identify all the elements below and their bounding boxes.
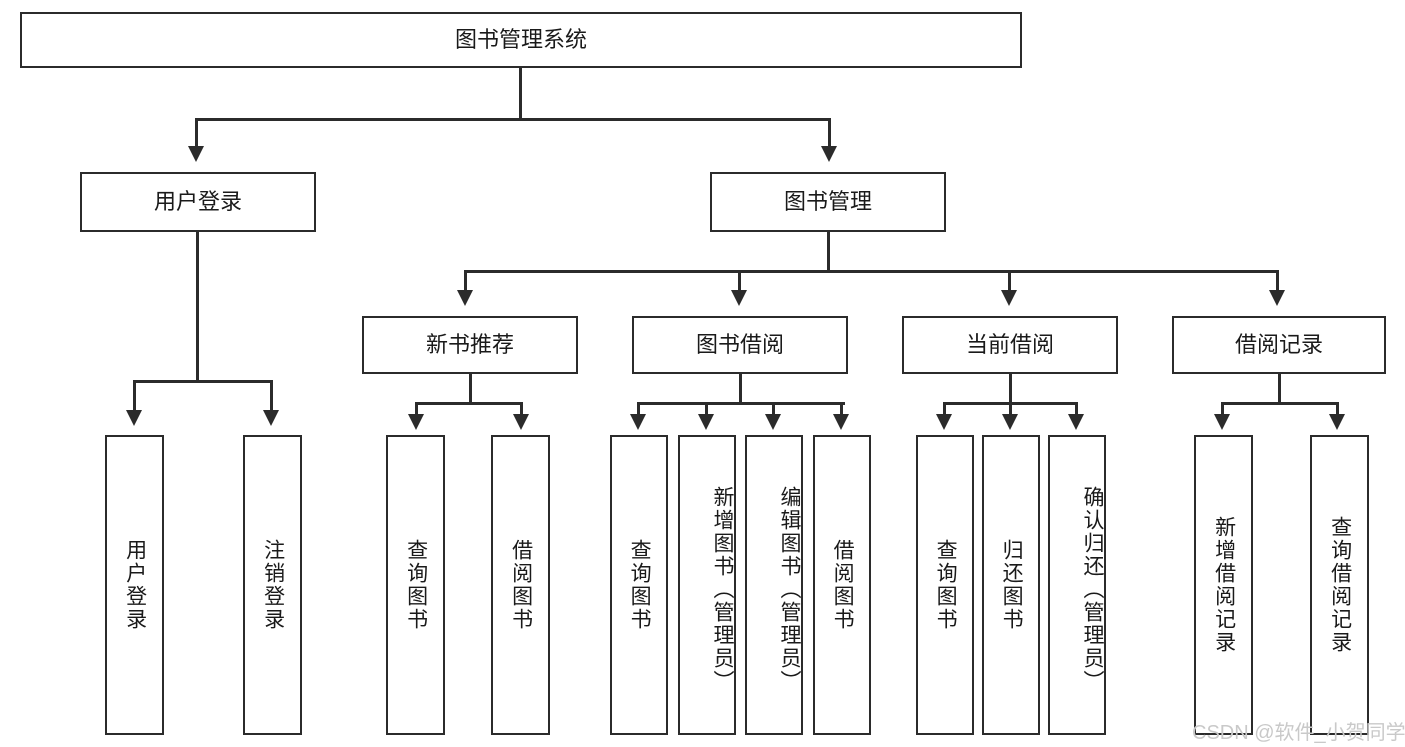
node-label: 新书推荐 <box>425 332 514 358</box>
connector-root-to-book-mgmt <box>828 118 831 148</box>
connector-book-borrow-bus <box>637 402 845 405</box>
arrow-book-borrow-to-leaf-3 <box>765 414 781 430</box>
arrow-root-to-user-login <box>188 146 204 162</box>
node-book-management[interactable]: 图书管理 <box>710 172 946 232</box>
leaf-new-book-borrow-book[interactable]: 借阅图书 <box>491 435 550 735</box>
leaf-book-borrow-add-book-admin[interactable]: 新增图书（管理员） <box>678 435 736 735</box>
connector-current-borrow-to-leaf-1 <box>943 402 946 416</box>
leaf-borrow-record-query-record[interactable]: 查询借阅记录 <box>1310 435 1369 735</box>
leaf-current-borrow-return-book[interactable]: 归还图书 <box>982 435 1040 735</box>
node-label: 注销登录 <box>261 539 285 631</box>
connector-current-borrow-to-leaf-3 <box>1075 402 1078 416</box>
connector-borrow-record-bus <box>1221 402 1339 405</box>
connector-user-login-stem <box>196 232 199 382</box>
connector-book-mgmt-to-new-book <box>464 270 467 292</box>
arrow-book-borrow-to-leaf-2 <box>698 414 714 430</box>
connector-book-borrow-to-leaf-4 <box>840 402 843 416</box>
connector-borrow-record-to-leaf-1 <box>1221 402 1224 416</box>
leaf-book-borrow-query-book[interactable]: 查询图书 <box>610 435 668 735</box>
leaf-user-login-logout[interactable]: 注销登录 <box>243 435 302 735</box>
connector-borrow-record-to-leaf-2 <box>1336 402 1339 416</box>
node-label: 查询图书 <box>628 539 652 631</box>
connector-book-mgmt-to-borrow-record <box>1276 270 1279 292</box>
node-label: 新增借阅记录 <box>1212 516 1236 654</box>
connector-new-book-stem <box>469 374 472 404</box>
leaf-book-borrow-edit-book-admin[interactable]: 编辑图书（管理员） <box>745 435 803 735</box>
connector-borrow-record-stem <box>1278 374 1281 404</box>
arrow-current-borrow-to-leaf-3 <box>1068 414 1084 430</box>
arrow-book-mgmt-to-current-borrow <box>1001 290 1017 306</box>
node-label: 图书管理 <box>783 189 872 215</box>
arrow-book-mgmt-to-book-borrow <box>731 290 747 306</box>
node-label: 查询图书 <box>934 539 958 631</box>
arrow-book-borrow-to-leaf-4 <box>833 414 849 430</box>
leaf-current-borrow-confirm-return-admin[interactable]: 确认归还（管理员） <box>1048 435 1106 735</box>
node-current-borrow[interactable]: 当前借阅 <box>902 316 1118 374</box>
connector-book-mgmt-to-book-borrow <box>738 270 741 292</box>
arrow-current-borrow-to-leaf-1 <box>936 414 952 430</box>
node-label: 图书借阅 <box>695 332 784 358</box>
connector-root-stem <box>519 68 522 120</box>
connector-user-login-to-leaf-1 <box>133 380 136 412</box>
connector-user-login-bus <box>133 380 273 383</box>
arrow-borrow-record-to-leaf-1 <box>1214 414 1230 430</box>
arrow-borrow-record-to-leaf-2 <box>1329 414 1345 430</box>
node-label: 查询图书 <box>404 539 428 631</box>
leaf-new-book-query-book[interactable]: 查询图书 <box>386 435 445 735</box>
arrow-new-book-to-leaf-1 <box>408 414 424 430</box>
connector-current-borrow-to-leaf-2 <box>1009 402 1012 416</box>
node-book-borrow[interactable]: 图书借阅 <box>632 316 848 374</box>
leaf-book-borrow-borrow-book[interactable]: 借阅图书 <box>813 435 871 735</box>
arrow-user-login-to-leaf-1 <box>126 410 142 426</box>
leaf-borrow-record-add-record[interactable]: 新增借阅记录 <box>1194 435 1253 735</box>
node-label: 用户登录 <box>123 539 147 631</box>
connector-book-borrow-to-leaf-3 <box>772 402 775 416</box>
connector-new-book-bus <box>415 402 523 405</box>
connector-book-mgmt-to-current-borrow <box>1008 270 1011 292</box>
leaf-current-borrow-query-book[interactable]: 查询图书 <box>916 435 974 735</box>
node-label: 归还图书 <box>1000 539 1024 631</box>
node-label: 借阅图书 <box>831 539 855 631</box>
connector-root-bus <box>195 118 831 121</box>
connector-new-book-to-leaf-1 <box>415 402 418 416</box>
arrow-book-borrow-to-leaf-1 <box>630 414 646 430</box>
connector-new-book-to-leaf-2 <box>520 402 523 416</box>
connector-user-login-to-leaf-2 <box>270 380 273 412</box>
connector-book-borrow-to-leaf-2 <box>705 402 708 416</box>
connector-book-borrow-to-leaf-1 <box>637 402 640 416</box>
node-label: 查询借阅记录 <box>1328 516 1352 654</box>
arrow-book-mgmt-to-borrow-record <box>1269 290 1285 306</box>
node-user-login[interactable]: 用户登录 <box>80 172 316 232</box>
node-label: 确认归还（管理员） <box>1081 485 1104 693</box>
watermark-text: CSDN @软件_小贺同学 <box>1192 722 1405 744</box>
connector-book-borrow-stem <box>739 374 742 404</box>
connector-book-mgmt-stem <box>827 232 830 272</box>
node-label: 编辑图书（管理员） <box>778 485 801 693</box>
node-label: 新增图书（管理员） <box>711 485 734 693</box>
arrow-new-book-to-leaf-2 <box>513 414 529 430</box>
node-label: 图书管理系统 <box>454 27 587 53</box>
node-root-system[interactable]: 图书管理系统 <box>20 12 1022 68</box>
node-label: 用户登录 <box>153 189 242 215</box>
arrow-book-mgmt-to-new-book <box>457 290 473 306</box>
arrow-root-to-book-mgmt <box>821 146 837 162</box>
node-label: 当前借阅 <box>965 332 1054 358</box>
arrow-current-borrow-to-leaf-2 <box>1002 414 1018 430</box>
leaf-user-login-login[interactable]: 用户登录 <box>105 435 164 735</box>
connector-current-borrow-stem <box>1009 374 1012 404</box>
connector-book-mgmt-bus <box>464 270 1278 273</box>
arrow-user-login-to-leaf-2 <box>263 410 279 426</box>
node-label: 借阅图书 <box>509 539 533 631</box>
connector-root-to-user-login <box>195 118 198 148</box>
node-borrow-record[interactable]: 借阅记录 <box>1172 316 1386 374</box>
node-label: 借阅记录 <box>1234 332 1323 358</box>
node-new-book-recommend[interactable]: 新书推荐 <box>362 316 578 374</box>
